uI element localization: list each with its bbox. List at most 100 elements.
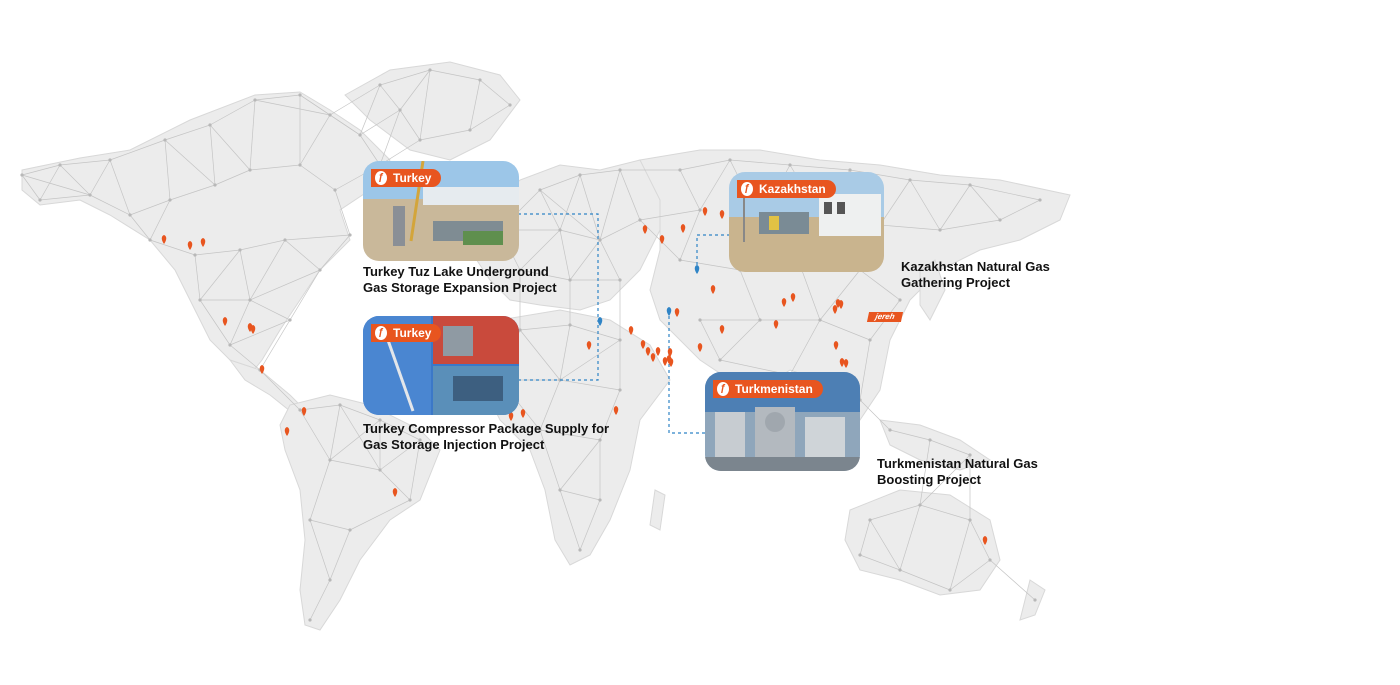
greenland: [344, 61, 521, 161]
mesh-node: [968, 453, 972, 457]
flame-pin-icon: [392, 488, 398, 497]
mesh-node: [758, 318, 762, 322]
flame-pin-icon: [843, 359, 849, 368]
flame-pin-icon: [702, 207, 708, 216]
mesh-line: [969, 184, 1001, 221]
mesh-line: [889, 429, 931, 441]
mesh-line: [379, 469, 411, 501]
mesh-node: [698, 318, 702, 322]
mesh-node: [248, 168, 252, 172]
mesh-node: [398, 108, 402, 112]
mesh-line: [329, 459, 381, 471]
mesh-line: [919, 504, 971, 521]
mesh-line: [559, 489, 601, 501]
project-title: Kazakhstan Natural Gas Gathering Project: [901, 259, 1050, 291]
flame-icon: ƒ: [741, 182, 753, 196]
mesh-line: [254, 94, 301, 101]
mesh-line: [859, 269, 901, 301]
mesh-node: [283, 238, 287, 242]
mesh-node: [193, 253, 197, 257]
mesh-node: [618, 278, 622, 282]
project-title: Turkmenistan Natural Gas Boosting Projec…: [877, 456, 1038, 488]
mesh-node: [558, 488, 562, 492]
mesh-line: [819, 319, 871, 341]
mesh-line: [339, 404, 381, 471]
title-line: Gas Storage Expansion Project: [363, 280, 557, 295]
mesh-line: [409, 439, 421, 501]
mesh-line: [789, 164, 851, 171]
mesh-line: [699, 159, 731, 211]
mesh-line: [559, 489, 581, 551]
mesh-node: [148, 238, 152, 242]
mesh-line: [249, 269, 321, 301]
mesh-line: [579, 174, 601, 241]
mesh-line: [259, 319, 291, 371]
mesh-line: [999, 199, 1041, 221]
mesh-line: [284, 234, 351, 241]
project-markers: [161, 207, 988, 545]
mesh-line: [919, 454, 971, 506]
mesh-line: [229, 299, 251, 346]
mesh-node: [228, 343, 232, 347]
mesh-line: [59, 164, 91, 196]
mesh-line: [299, 409, 331, 461]
flame-pin-icon: [640, 340, 646, 349]
mesh-node: [478, 78, 482, 82]
mesh-node: [428, 68, 432, 72]
mesh-line: [859, 554, 901, 571]
mesh-node: [898, 568, 902, 572]
mesh-line: [469, 79, 481, 131]
mesh-line: [559, 439, 601, 491]
mesh-line: [569, 239, 601, 281]
flame-pin-icon: [697, 343, 703, 352]
mesh-node: [328, 578, 332, 582]
flame-pin-icon: [597, 317, 603, 326]
flame-pin-icon: [161, 235, 167, 244]
mesh-line: [21, 164, 61, 176]
mesh-line: [539, 174, 581, 191]
mesh-line: [109, 159, 131, 216]
mesh-line: [259, 369, 301, 411]
country-label: Turkey: [393, 326, 432, 340]
mesh-line: [329, 114, 361, 136]
mesh-line: [229, 319, 291, 346]
mesh-line: [559, 339, 621, 381]
mesh-node: [568, 278, 572, 282]
flame-pin-icon: [222, 317, 228, 326]
mesh-line: [479, 79, 511, 106]
country-label: Turkey: [393, 171, 432, 185]
mesh-line: [429, 69, 481, 81]
mesh-node: [468, 128, 472, 132]
title-line: Kazakhstan Natural Gas: [901, 259, 1050, 274]
mesh-line: [419, 129, 471, 141]
mesh-node: [898, 298, 902, 302]
mesh-line: [209, 99, 256, 126]
mesh-line: [309, 459, 331, 521]
mesh-line: [379, 139, 421, 166]
south-america: [279, 394, 441, 631]
mesh-line: [309, 519, 331, 581]
madagascar: [649, 489, 666, 531]
mesh-line: [334, 189, 351, 236]
mesh-line: [129, 214, 151, 241]
flame-pin-icon: [674, 308, 680, 317]
mesh-line: [619, 169, 641, 221]
mesh-node: [618, 388, 622, 392]
boosting-station-photo: [705, 372, 860, 471]
mesh-node: [1033, 598, 1037, 602]
mesh-line: [359, 109, 401, 136]
flame-pin-icon: [655, 347, 661, 356]
mesh-node: [938, 228, 942, 232]
mesh-line: [379, 109, 401, 166]
mesh-line: [909, 179, 941, 231]
mesh-node: [238, 248, 242, 252]
connector-kazakhstan: [696, 234, 730, 270]
mesh-line: [379, 84, 401, 111]
mesh-node: [578, 548, 582, 552]
